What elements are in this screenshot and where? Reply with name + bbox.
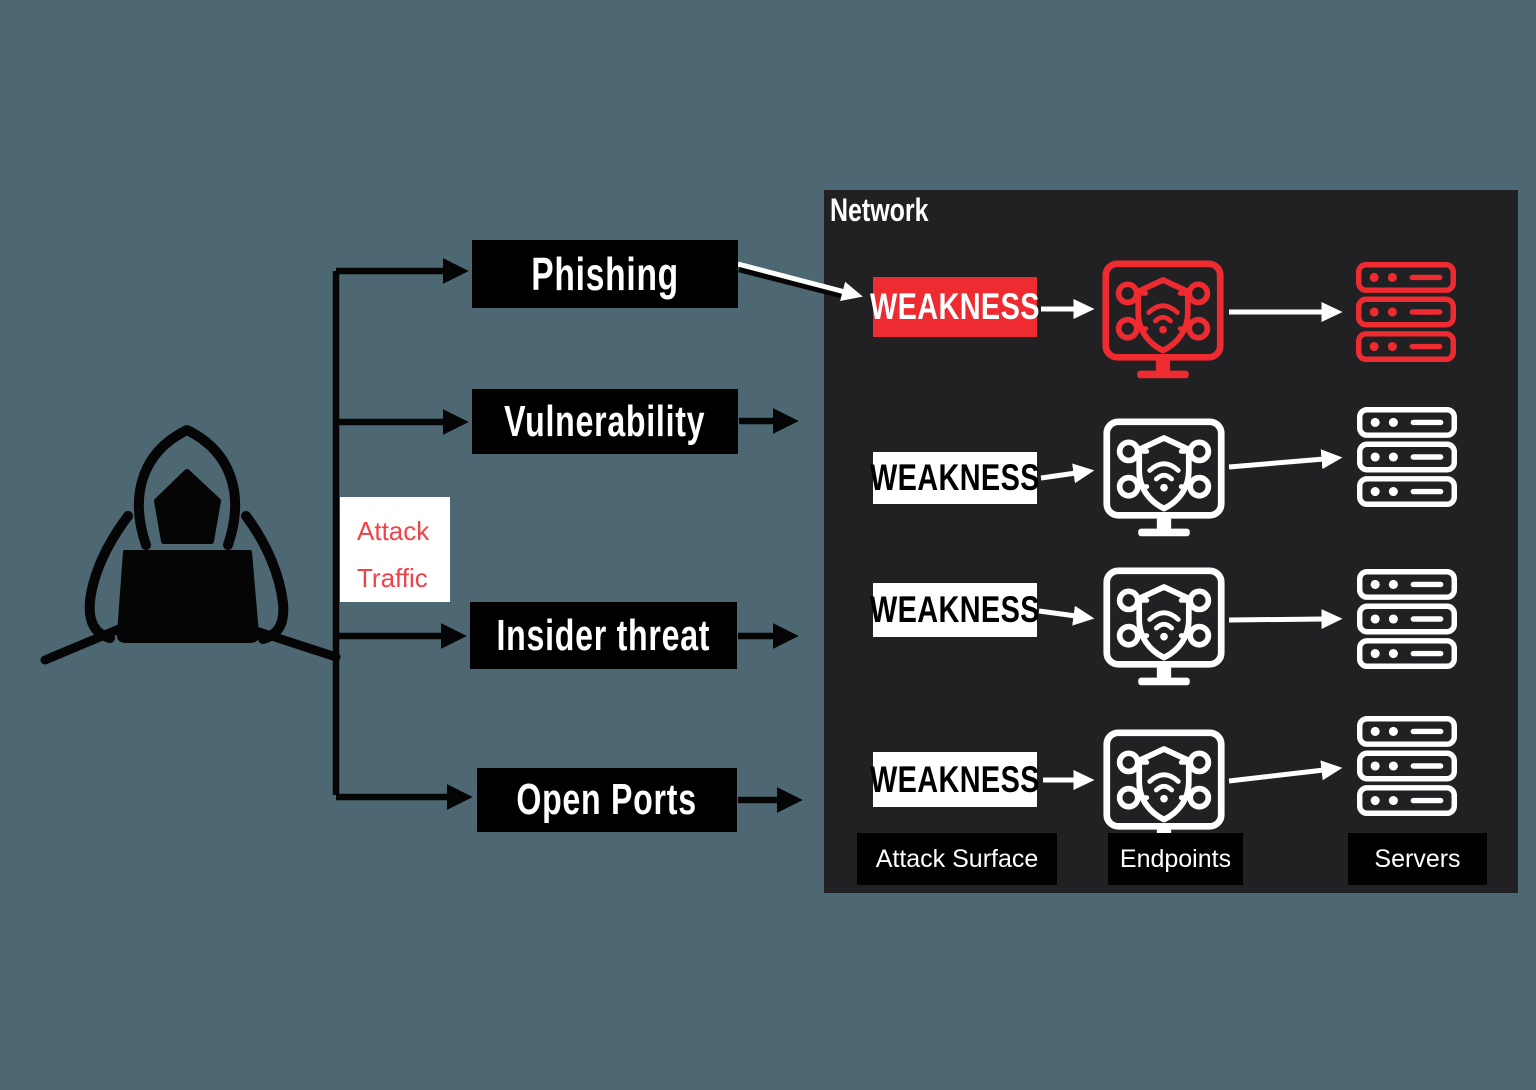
attack-vector-phishing-label: Phishing bbox=[531, 248, 679, 300]
attack-vector-insider-threat: Insider threat bbox=[470, 602, 737, 669]
attack-traffic-note: Attack Traffic bbox=[340, 497, 450, 602]
weakness-box-row4: WEAKNESS bbox=[870, 752, 1040, 807]
endpoint-monitor-icon-row2 bbox=[1107, 422, 1221, 536]
attack-traffic-line2: Traffic bbox=[357, 563, 428, 593]
weakness-box-row2: WEAKNESS bbox=[870, 452, 1040, 504]
hacker-left-arm bbox=[84, 511, 133, 643]
arrow-weakness-endpoint-2 bbox=[1040, 463, 1095, 484]
arrow-weakness-endpoint-3 bbox=[1038, 605, 1095, 626]
hacker-laptop bbox=[116, 550, 260, 643]
server-stack-icon-row3 bbox=[1360, 572, 1455, 667]
endpoint-monitor-icon-row3 bbox=[1107, 571, 1221, 685]
weakness-box-row1-compromised: WEAKNESS bbox=[870, 277, 1040, 337]
network-flow-arrows bbox=[737, 261, 1343, 790]
endpoint-monitor-icon-row4 bbox=[1107, 733, 1221, 847]
attack-vector-phishing: Phishing bbox=[472, 240, 738, 308]
desk-line-left bbox=[40, 624, 124, 665]
arrow-endpoint-server-4 bbox=[1228, 760, 1343, 784]
attack-vector-vulnerability: Vulnerability bbox=[472, 389, 738, 454]
desk-line-right bbox=[245, 624, 341, 662]
endpoint-monitor-icon-row1 bbox=[1106, 264, 1220, 378]
server-stack-icon-row4 bbox=[1360, 719, 1455, 814]
hacker-right-arm bbox=[241, 511, 289, 644]
attack-vector-insider-threat-label: Insider threat bbox=[496, 610, 711, 660]
attack-traffic-line1: Attack bbox=[357, 516, 430, 546]
attack-vector-vulnerability-label: Vulnerability bbox=[504, 396, 706, 446]
attack-vector-open-ports-label: Open Ports bbox=[516, 775, 698, 824]
server-stack-icon-row2 bbox=[1360, 410, 1455, 505]
hacker-hood bbox=[133, 425, 241, 550]
phishing-attack-line-black bbox=[738, 265, 850, 301]
weakness-box-row3: WEAKNESS bbox=[870, 583, 1040, 637]
arrow-endpoint-server-3 bbox=[1228, 609, 1343, 630]
server-stack-icon-row1 bbox=[1359, 265, 1454, 360]
hacker-icon bbox=[40, 425, 341, 665]
hacker-face bbox=[154, 469, 221, 544]
phishing-attack-arrow-white bbox=[737, 261, 863, 302]
column-label-servers: Servers bbox=[1348, 833, 1487, 885]
arrow-endpoint-server-2 bbox=[1228, 449, 1343, 470]
network-panel-title: Network bbox=[830, 192, 929, 228]
column-label-endpoints: Endpoints bbox=[1108, 833, 1243, 885]
column-label-attack-surface: Attack Surface bbox=[857, 833, 1057, 885]
attack-traffic-lines bbox=[332, 258, 850, 813]
attack-vector-open-ports: Open Ports bbox=[477, 768, 737, 832]
